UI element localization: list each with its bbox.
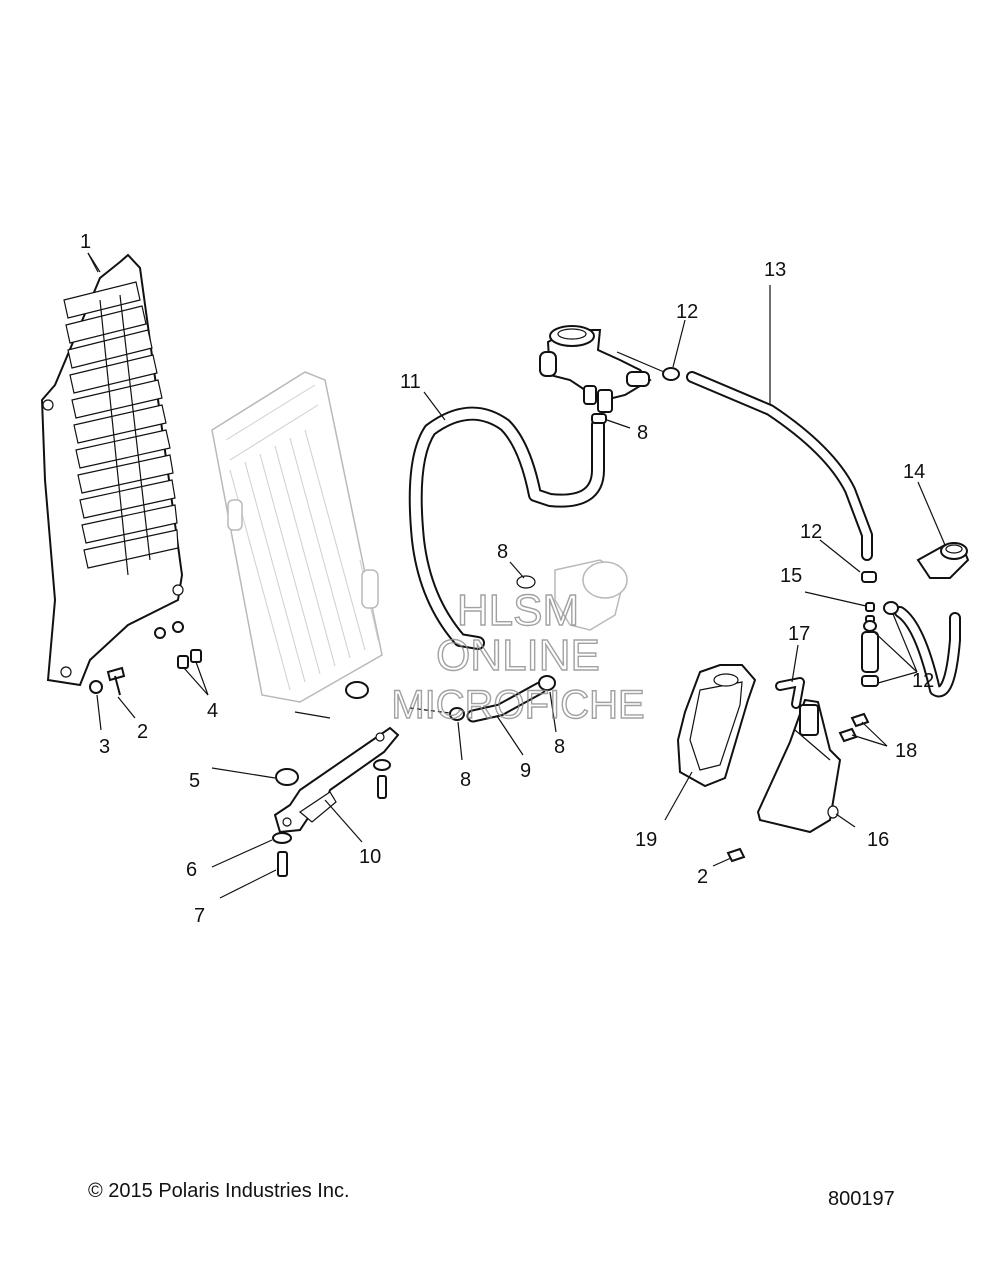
callout-4: 4 <box>207 700 218 722</box>
callout-12: 12 <box>800 521 822 543</box>
callout-12: 12 <box>676 301 698 323</box>
coolant-hose-11 <box>408 406 605 650</box>
callout-14: 14 <box>903 461 925 483</box>
callout-labels: 1 3 2 4 5 6 7 10 11 8 9 8 8 8 12 13 14 1… <box>80 231 934 927</box>
cap-hose <box>894 606 961 698</box>
callout-10: 10 <box>359 846 381 868</box>
callout-8: 8 <box>554 736 565 758</box>
hose-clamp <box>662 367 680 381</box>
coolant-reservoir <box>676 664 757 788</box>
reservoir-cap <box>916 542 970 579</box>
callout-7: 7 <box>194 905 205 927</box>
radiator <box>211 371 383 703</box>
radiator-shroud <box>40 253 184 687</box>
overflow-hose-13 <box>686 371 873 561</box>
callout-11: 11 <box>400 371 421 393</box>
mounting-hardware <box>272 759 391 877</box>
callout-9: 9 <box>520 760 531 782</box>
watermark: HLSM ONLINE MICROFICHE <box>391 585 646 727</box>
callout-18: 18 <box>895 740 917 762</box>
radiator-bracket <box>273 726 400 834</box>
reservoir-bracket <box>756 698 842 834</box>
callout-12: 12 <box>912 670 934 692</box>
watermark-line-2: ONLINE <box>436 631 600 680</box>
water-pump <box>516 559 628 631</box>
callout-15: 15 <box>780 565 802 587</box>
callout-5: 5 <box>189 770 200 792</box>
callout-16: 16 <box>867 829 889 851</box>
callout-3: 3 <box>99 736 110 758</box>
watermark-line-1: HLSM <box>457 586 579 635</box>
callout-19: 19 <box>635 829 657 851</box>
callout-6: 6 <box>186 859 197 881</box>
callout-1: 1 <box>80 231 91 253</box>
callout-8: 8 <box>497 541 508 563</box>
fittings-right <box>861 571 899 687</box>
vent-hose-17 <box>775 677 805 709</box>
copyright-notice: © 2015 Polaris Industries Inc. <box>88 1180 350 1202</box>
watermark-line-3: MICROFICHE <box>391 683 644 727</box>
leader-lines <box>87 252 946 899</box>
hardware-right <box>726 712 870 863</box>
callout-2: 2 <box>137 721 148 743</box>
callout-13: 13 <box>764 259 786 281</box>
callout-8: 8 <box>637 422 648 444</box>
callout-8: 8 <box>460 769 471 791</box>
hose-clamp <box>591 413 607 424</box>
grommet <box>275 768 299 786</box>
grommet <box>345 681 369 699</box>
hardware-left <box>89 621 202 696</box>
coolant-hose-9 <box>449 675 556 723</box>
callout-2: 2 <box>697 866 708 888</box>
thermostat-housing <box>539 325 652 413</box>
drawing-number: 800197 <box>828 1188 895 1210</box>
callout-17: 17 <box>788 623 810 645</box>
